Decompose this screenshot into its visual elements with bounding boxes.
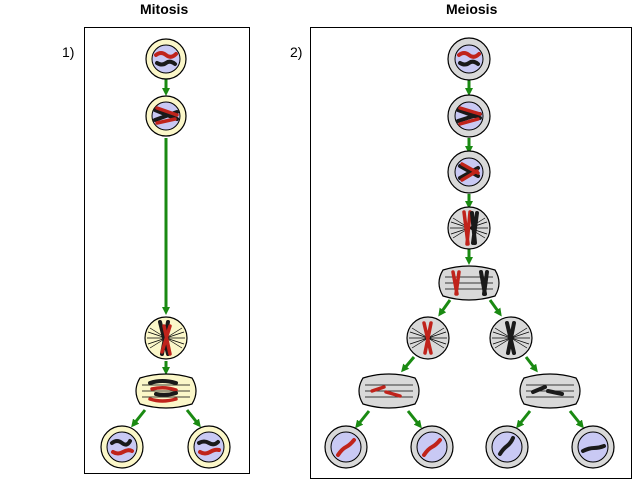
- arrow: [406, 410, 422, 429]
- arrow: [516, 410, 532, 429]
- mitosis-arrows: [131, 79, 201, 428]
- mitosis-cell-anaphase: [135, 373, 197, 409]
- mitosis-cell-metaphase: [144, 316, 188, 360]
- meiosis-arrows: [355, 80, 584, 429]
- mitosis-title: Mitosis: [140, 1, 189, 17]
- arrow: [401, 356, 416, 373]
- mitosis-daughter-cell-left: [100, 425, 144, 469]
- arrow: [524, 356, 538, 373]
- meiosis-title: Meiosis: [446, 1, 498, 17]
- meiosis-cell-interphase: [447, 37, 491, 81]
- meiosis-cell-prophase-1: [447, 94, 491, 138]
- meiosis-panel-number: 2): [290, 44, 303, 60]
- meiosis-cell-metaphase-2-left: [406, 316, 450, 360]
- arrow: [438, 299, 452, 317]
- arrow: [355, 410, 371, 429]
- arrow: [131, 409, 147, 428]
- meiosis-cell-anaphase-2-left: [358, 373, 420, 409]
- meiosis-gamete-2: [410, 425, 454, 469]
- meiosis-cell-anaphase-1: [438, 265, 500, 301]
- arrow: [488, 299, 502, 317]
- mitosis-cell-interphase: [145, 38, 187, 80]
- meiosis-cell-anaphase-2-right: [519, 373, 581, 409]
- arrow: [568, 410, 584, 429]
- meiosis-gamete-4: [571, 425, 615, 469]
- meiosis-cell-metaphase-1: [447, 206, 491, 250]
- mitosis-daughter-cell-right: [187, 425, 231, 469]
- meiosis-cell-synapsis: [447, 150, 491, 194]
- meiosis-cell-metaphase-2-right: [489, 316, 533, 360]
- arrow: [185, 409, 201, 428]
- meiosis-gamete-3: [485, 425, 529, 469]
- mitosis-panel-number: 1): [62, 44, 75, 60]
- meiosis-gamete-1: [324, 425, 368, 469]
- mitosis-cell-prophase: [145, 95, 187, 137]
